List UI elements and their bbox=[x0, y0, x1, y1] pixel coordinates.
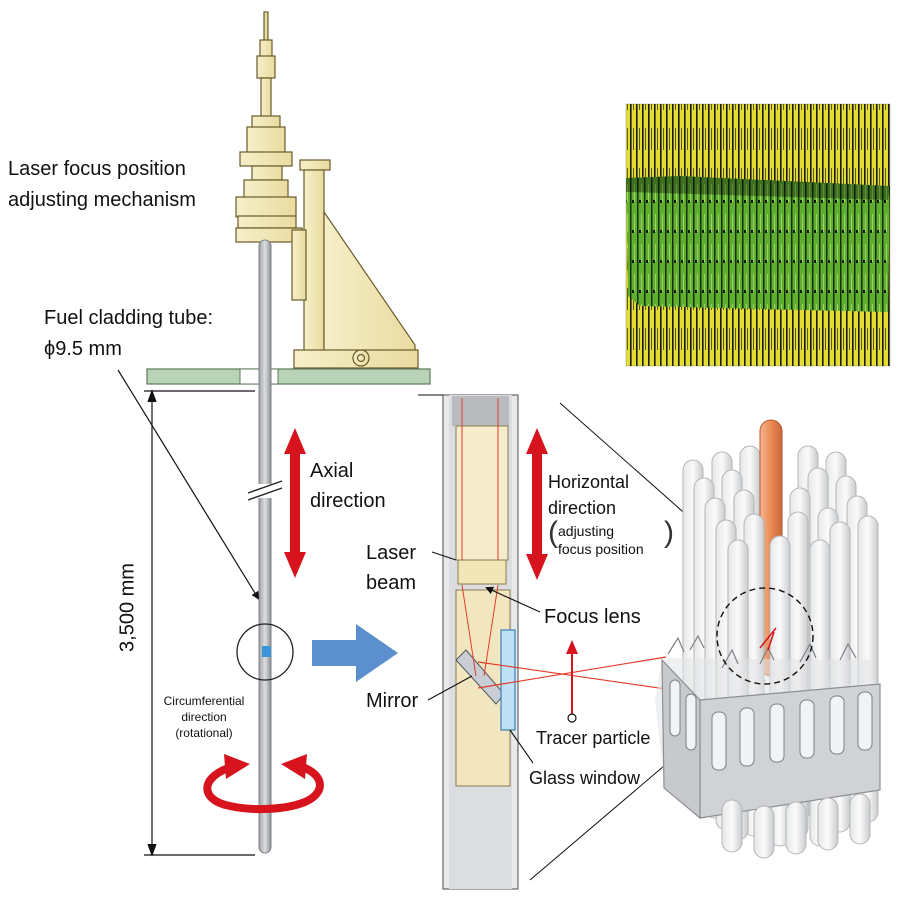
adjust-label-2: focus position bbox=[558, 541, 644, 557]
circumferential-label-3: (rotational) bbox=[175, 726, 233, 740]
focus-adjusting-mechanism bbox=[235, 11, 419, 369]
zoom-arrow-icon bbox=[312, 624, 398, 682]
probe-cross-section bbox=[442, 394, 667, 890]
circumferential-label-1: Circumferential bbox=[163, 694, 245, 708]
circumferential-label-2: direction bbox=[181, 710, 227, 724]
mechanism-label-1: Laser focus position bbox=[8, 158, 186, 180]
mirror-label: Mirror bbox=[366, 690, 419, 712]
tube-leader-line bbox=[117, 369, 260, 600]
mirror-leader bbox=[427, 675, 473, 701]
tracer-particle-label: Tracer particle bbox=[536, 728, 651, 748]
laser-beam-label-2: beam bbox=[366, 572, 417, 594]
height-dimension bbox=[144, 389, 255, 857]
axial-label-1: Axial bbox=[310, 460, 354, 482]
adjust-label-1: adjusting bbox=[558, 523, 615, 539]
axial-direction-arrow bbox=[284, 428, 306, 578]
focus-region-circle bbox=[716, 587, 814, 685]
horizontal-label-2: direction bbox=[548, 498, 617, 518]
glass-window-leader bbox=[509, 729, 534, 764]
tube-label-1: Fuel cladding tube: bbox=[44, 307, 214, 329]
fuel-rod-bundle bbox=[655, 419, 881, 859]
window-marker bbox=[262, 646, 271, 657]
spacer-grid bbox=[655, 634, 881, 859]
laser-beam-leader bbox=[431, 551, 457, 561]
rotation-arrow bbox=[203, 754, 324, 814]
horizontal-direction-arrow bbox=[526, 428, 548, 580]
flow-visualization-image bbox=[625, 103, 891, 367]
tube-label-2: ϕ9.5 mm bbox=[44, 338, 122, 360]
detail-circle bbox=[236, 623, 294, 681]
axial-label-2: direction bbox=[310, 490, 386, 512]
tube-break-mark bbox=[246, 480, 284, 501]
tracer-particle bbox=[566, 640, 578, 723]
focus-lens-label: Focus lens bbox=[544, 606, 641, 628]
focus-lens-leader bbox=[485, 586, 541, 613]
mechanism-label-2: adjusting mechanism bbox=[8, 189, 196, 211]
glass-window-label: Glass window bbox=[529, 768, 641, 788]
laser-beam-label-1: Laser bbox=[366, 542, 417, 564]
fuel-cladding-tube bbox=[258, 239, 272, 854]
support-plate bbox=[146, 368, 431, 385]
horizontal-label-1: Horizontal bbox=[548, 472, 630, 492]
height-label: 3,500 mm bbox=[116, 563, 139, 652]
